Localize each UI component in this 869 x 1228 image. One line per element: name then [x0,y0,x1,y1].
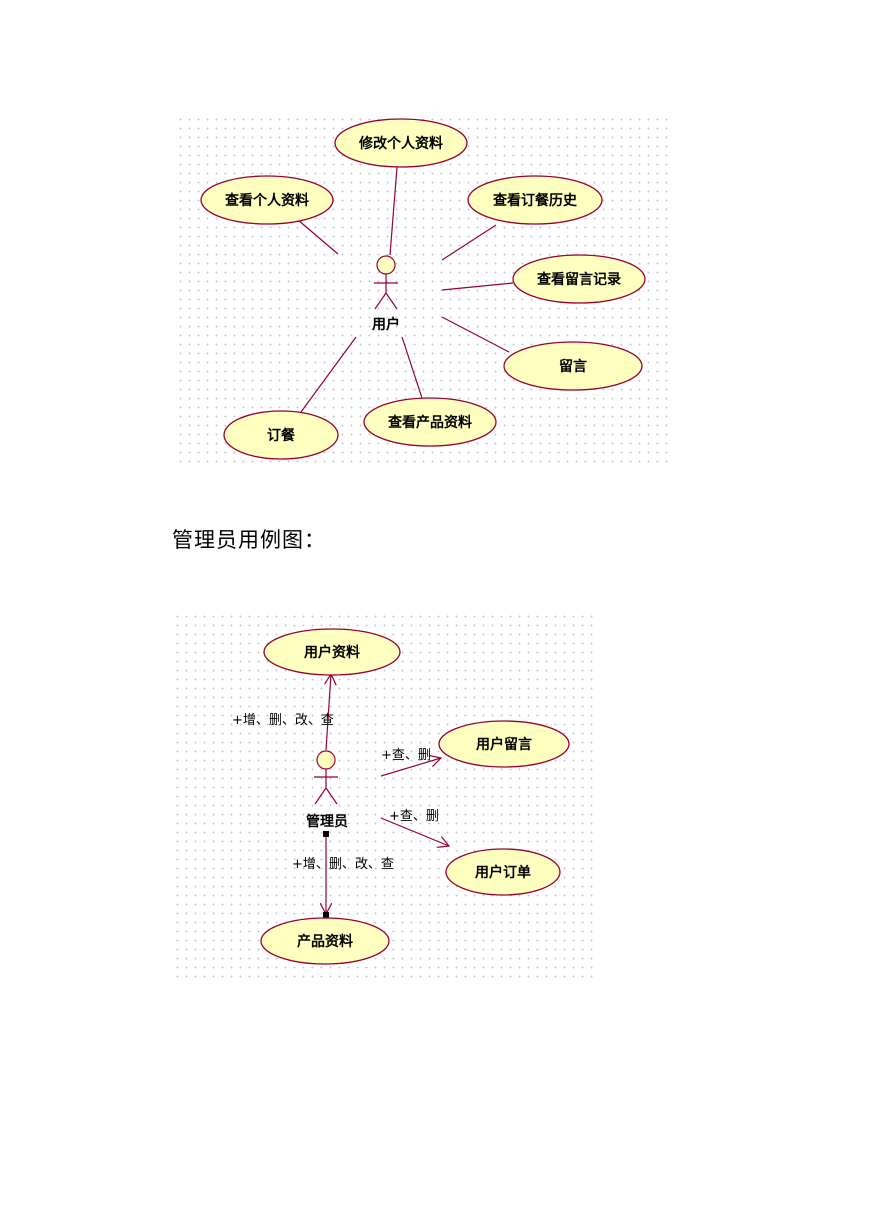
use-case-message: 留言 [503,341,643,391]
label-user-orders: +查、删 [389,809,439,824]
assoc-message [441,316,510,353]
use-case-order-label: 订餐 [267,427,296,444]
actor-admin-label: 管理员 [306,813,348,830]
admin-diagram-svg: +增、删、改、查 +查、删 +查、删 +增、删、改、查 管理员 用户资料 用户留… [232,628,570,965]
assoc-user-messages [380,758,441,777]
user-diagram-svg: 用户 修改个人资料 查看个人资料 查看订餐历史 查看留言记录 留言 查看产品资料 [200,118,646,460]
assoc-user-orders [380,817,449,846]
actor-user-figure [374,255,398,310]
use-case-user-orders-label: 用户订单 [475,864,531,881]
use-case-view-products-label: 查看产品资料 [388,414,472,431]
assoc-order [300,336,357,413]
use-case-edit-profile-label: 修改个人资料 [358,135,443,152]
label-product-data: +增、删、改、查 [292,857,394,872]
use-case-order-history: 查看订餐历史 [467,175,603,225]
use-case-product-data-label: 产品资料 [297,933,353,950]
use-case-product-data: 产品资料 [260,917,390,965]
actor-admin-figure [314,750,338,805]
use-case-user-data: 用户资料 [263,628,401,676]
assoc-order-history [441,224,497,261]
aggregation-end-bottom [323,912,329,918]
use-case-user-data-label: 用户资料 [304,644,360,661]
use-case-view-products: 查看产品资料 [363,397,497,447]
aggregation-end-top [323,831,329,837]
use-case-user-messages-label: 用户留言 [476,736,532,753]
assoc-view-profile [297,219,339,255]
use-case-message-records-label: 查看留言记录 [537,271,621,288]
use-case-message-records: 查看留言记录 [512,254,646,304]
assoc-user-data [326,674,331,751]
use-case-edit-profile: 修改个人资料 [334,118,468,168]
use-case-user-messages: 用户留言 [438,720,570,768]
label-user-messages: +查、删 [381,748,431,763]
use-case-user-orders: 用户订单 [445,848,561,896]
use-case-view-profile: 查看个人资料 [200,175,334,225]
admin-diagram-caption: 管理员用例图： [172,528,326,552]
assoc-edit-profile [389,166,398,256]
use-case-order-history-label: 查看订餐历史 [493,192,578,209]
label-user-data: +增、删、改、查 [232,713,334,728]
assoc-message-records [441,282,514,291]
user-use-case-diagram: 用户 修改个人资料 查看个人资料 查看订餐历史 查看留言记录 留言 查看产品资料 [176,115,670,465]
use-case-order: 订餐 [223,410,339,460]
use-case-message-label: 留言 [559,358,587,375]
use-case-view-profile-label: 查看个人资料 [225,192,309,209]
actor-user-label: 用户 [372,316,400,333]
admin-use-case-diagram: +增、删、改、查 +查、删 +查、删 +增、删、改、查 管理员 用户资料 用户留… [173,612,593,984]
assoc-view-products [401,336,423,399]
